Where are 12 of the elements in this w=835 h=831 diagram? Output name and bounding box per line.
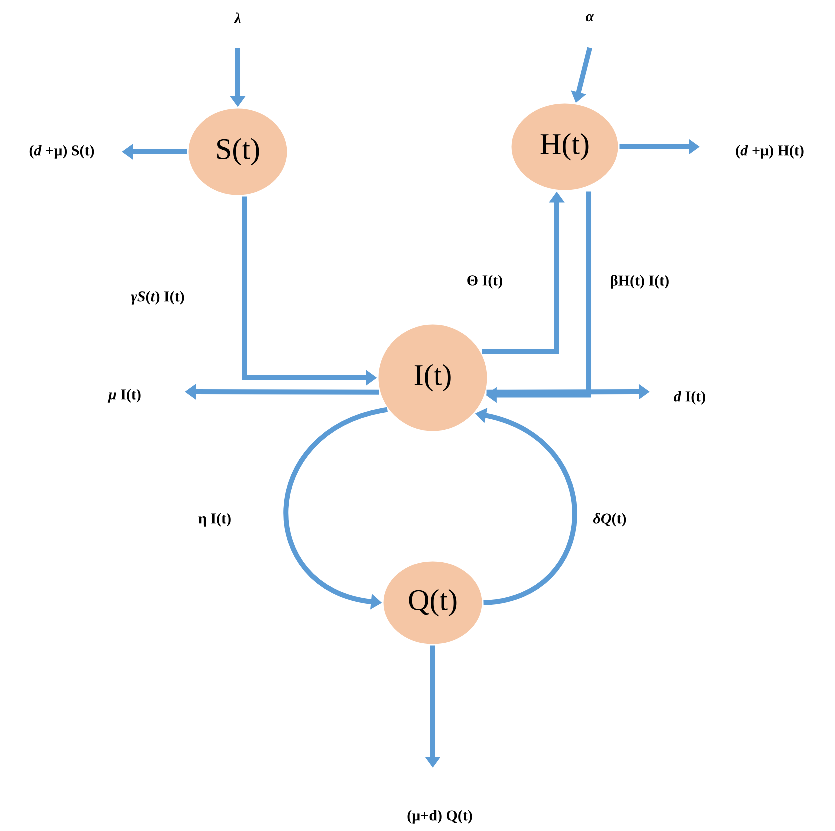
edge-label: (μ+d) Q(t) [406,809,474,825]
edge-label: η I(t) [197,512,233,528]
edge-label: δQ(t) [592,512,628,528]
edge-label: (d +μ) H(t) [734,144,806,160]
edge-label: μ I(t) [108,388,142,404]
edge-label: Θ I(t) [466,274,504,290]
edge-label: (d +μ) S(t) [28,144,96,160]
edge-label: γS(t) I(t) [130,290,186,306]
edge-label: d I(t) [672,390,708,406]
edge-label: λ [234,12,242,24]
edge-label: α [584,13,596,23]
edge-label: βH(t) I(t) [609,274,671,290]
